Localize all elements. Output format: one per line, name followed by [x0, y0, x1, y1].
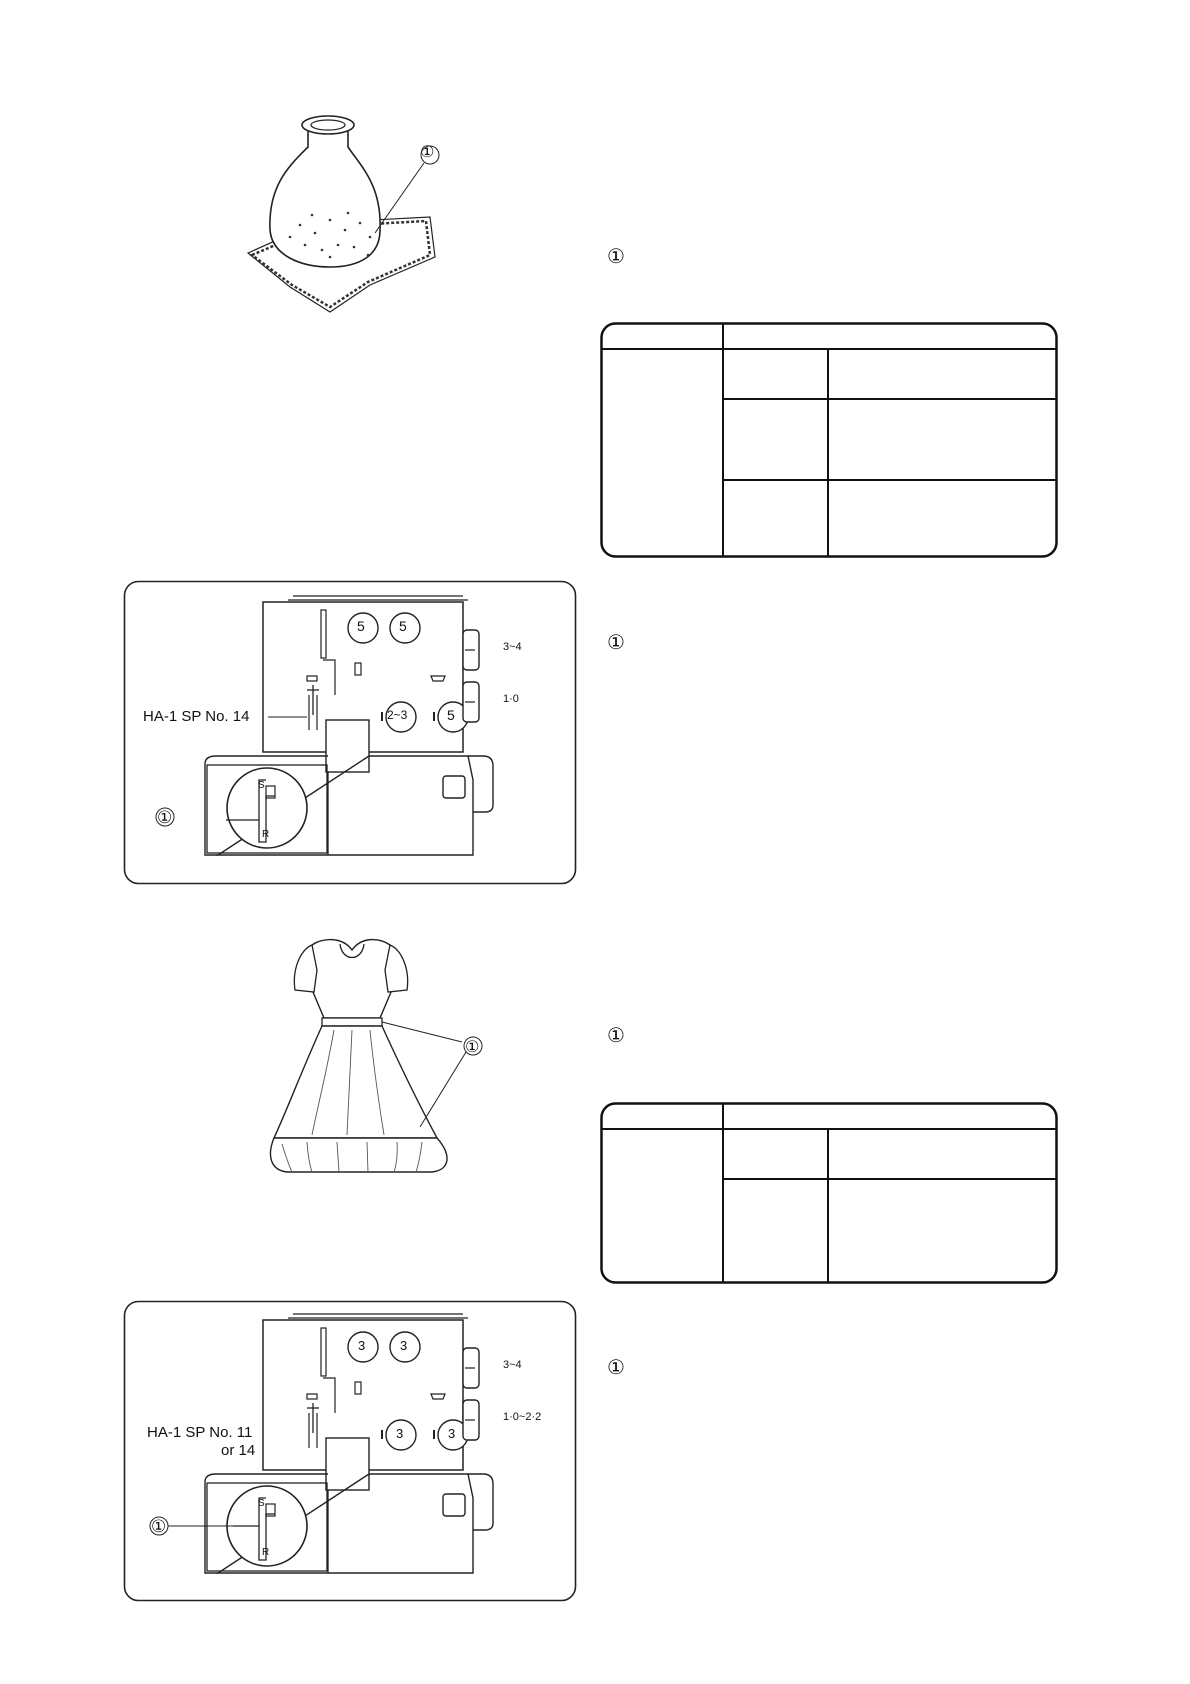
section3-marker: ① — [607, 1023, 625, 1047]
dial-lower-right: 3 — [448, 1426, 456, 1441]
dial-lower-left: 3 — [396, 1426, 404, 1441]
right-knob-bottom-label: 1·0~2·2 — [503, 1411, 542, 1423]
dial-upper-left: 3 — [358, 1338, 366, 1353]
section1-marker: ① — [607, 244, 625, 268]
dial-lower-left: 2~3 — [387, 708, 408, 722]
machine-panel-2: 3 3 3 3 3~4 1·0~2·2 HA-1 SP No. 11 or 14… — [123, 1300, 577, 1602]
vase-callout-label: ① — [420, 142, 435, 161]
right-knob-bottom-label: 1·0 — [503, 693, 519, 705]
dial-upper-right: 5 — [399, 618, 407, 634]
needle-label-line2: or 14 — [221, 1442, 256, 1459]
section2-marker: ① — [607, 630, 625, 654]
plate-s-label: S — [258, 780, 265, 791]
panel1-callout-label: ① — [157, 808, 173, 828]
right-knob-top-label: 3~4 — [503, 1359, 522, 1371]
panel2-callout-label: ① — [151, 1517, 167, 1537]
vase-doily-drawing — [246, 115, 440, 313]
section4-marker: ① — [607, 1355, 625, 1379]
dress-drawing — [269, 938, 483, 1173]
dial-upper-right: 3 — [400, 1338, 408, 1353]
settings-table-2 — [600, 1102, 1058, 1284]
dial-lower-right: 5 — [447, 707, 455, 723]
machine-panel-1: 5 5 2~3 5 3~4 1·0 HA-1 SP No. 14 S R ① — [123, 580, 577, 885]
dress-callout-label: ① — [465, 1037, 480, 1056]
needle-label-line1: HA-1 SP No. 11 — [147, 1424, 253, 1441]
settings-table-1 — [600, 322, 1058, 558]
plate-r-label: R — [262, 1547, 270, 1558]
plate-r-label: R — [262, 829, 270, 840]
dial-upper-left: 5 — [357, 618, 365, 634]
needle-label: HA-1 SP No. 14 — [143, 708, 250, 725]
vase-doily-illustration: ① — [230, 105, 490, 320]
plate-s-label: S — [258, 1498, 265, 1509]
right-knob-top-label: 3~4 — [503, 641, 522, 653]
dress-illustration: ① — [262, 930, 502, 1180]
